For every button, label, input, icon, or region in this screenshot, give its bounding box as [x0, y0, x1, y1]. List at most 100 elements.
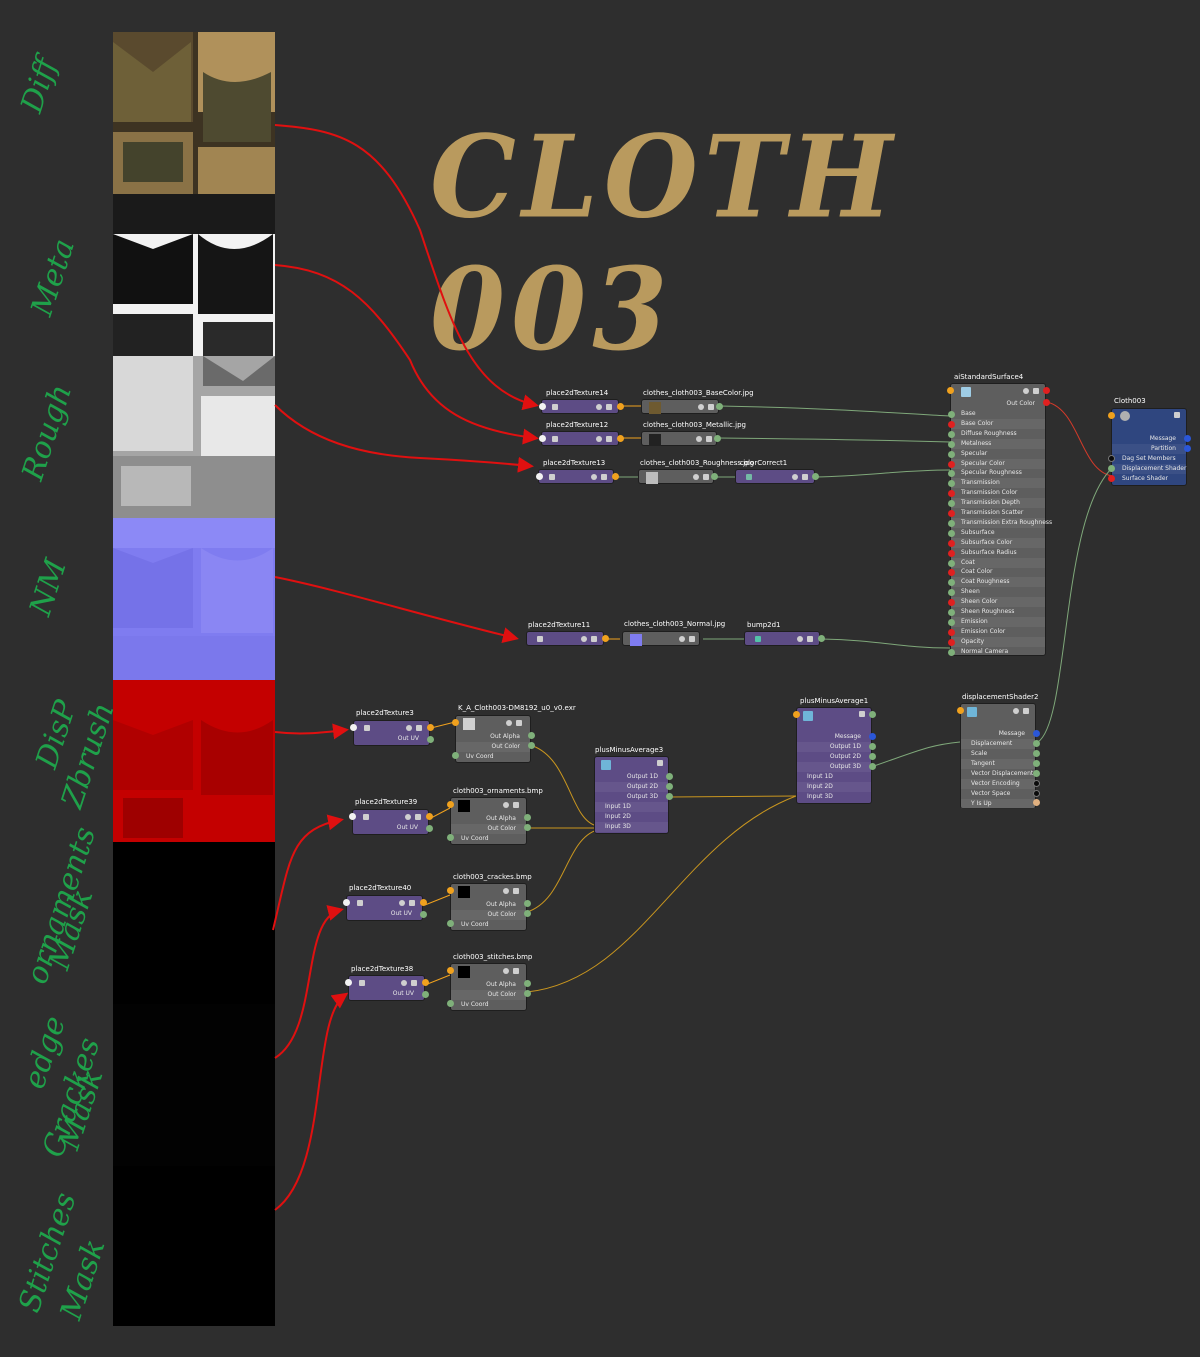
node-place2dtexture39[interactable]: Out UV — [352, 809, 429, 835]
port-file-ornaments-uv[interactable] — [447, 834, 454, 841]
port-aistandardsurface4-out-color-b[interactable] — [1043, 399, 1050, 406]
ai-port-row[interactable]: Subsurface Color — [948, 537, 1045, 548]
port-plus1-out3d[interactable] — [869, 763, 876, 770]
ai-port-row[interactable]: Sheen Roughness — [948, 607, 1045, 617]
port-file-stitches-alpha[interactable] — [524, 980, 531, 987]
port-file-crackes-alpha[interactable] — [524, 900, 531, 907]
ai-port-connector[interactable] — [948, 569, 955, 577]
node-file-crackes[interactable]: Out Alpha Out Color Uv Coord — [450, 883, 527, 931]
port-file-ornaments-alpha[interactable] — [524, 814, 531, 821]
port-file-disp-in[interactable] — [452, 719, 459, 726]
port-file-disp-color[interactable] — [528, 742, 535, 749]
port-bump2d1-out[interactable] — [818, 635, 825, 642]
ai-port-connector[interactable] — [948, 500, 955, 508]
ai-port-row[interactable]: Emission Color — [948, 627, 1045, 637]
ai-port-row[interactable]: Emission — [948, 616, 1045, 627]
port-file-basecolor-out[interactable] — [716, 403, 723, 410]
ai-port-row[interactable]: Base Color — [948, 418, 1045, 429]
port-plus1-out1d[interactable] — [869, 743, 876, 750]
ai-port-row[interactable]: Specular Roughness — [948, 468, 1045, 478]
port-cloth003-displacement[interactable] — [1108, 465, 1115, 472]
port-cloth003-message[interactable] — [1184, 435, 1191, 442]
ai-port-connector[interactable] — [948, 618, 955, 626]
port-place2dtexture39-out[interactable] — [426, 813, 433, 820]
port-place2dtexture3-out[interactable] — [427, 724, 434, 731]
port-file-ornaments-color[interactable] — [524, 824, 531, 831]
ai-port-connector[interactable] — [948, 420, 955, 428]
port-file-roughness-out[interactable] — [711, 473, 718, 480]
ai-port-row[interactable]: Metalness — [948, 438, 1045, 449]
ai-port-row[interactable]: Normal Camera — [948, 647, 1045, 657]
node-file-ornaments[interactable]: Out Alpha Out Color Uv Coord — [450, 797, 527, 845]
port-disp-in[interactable] — [957, 707, 964, 714]
node-file-roughness[interactable] — [638, 469, 714, 484]
port-place2dtexture39-out-uv[interactable] — [426, 825, 433, 832]
port-disp-displacement[interactable] — [1033, 740, 1040, 747]
node-cloth003[interactable]: Message Partition Dag Set Members Displa… — [1111, 408, 1187, 486]
port-plus1-out[interactable] — [869, 711, 876, 718]
ai-port-connector[interactable] — [948, 599, 955, 607]
ai-port-row[interactable]: Transmission Scatter — [948, 508, 1045, 518]
node-file-basecolor[interactable] — [641, 399, 719, 414]
ai-port-connector[interactable] — [948, 628, 955, 636]
ai-port-row[interactable]: Coat — [948, 557, 1045, 568]
port-place2dtexture13-in[interactable] — [536, 473, 543, 480]
port-place2dtexture3-out-uv[interactable] — [427, 736, 434, 743]
ai-port-connector[interactable] — [948, 589, 955, 597]
port-plus3-out3d[interactable] — [666, 793, 673, 800]
port-disp-vector-encoding[interactable] — [1033, 780, 1040, 787]
port-place2dtexture12-out[interactable] — [617, 435, 624, 442]
port-disp-vector-displacement[interactable] — [1033, 770, 1040, 777]
ai-port-connector[interactable] — [948, 579, 955, 587]
node-place2dtexture38[interactable]: Out UV — [348, 975, 425, 1001]
port-file-stitches-in[interactable] — [447, 967, 454, 974]
port-plus3-out2d[interactable] — [666, 783, 673, 790]
port-aistandardsurface4-out-color[interactable] — [1043, 387, 1050, 394]
node-place2dtexture14[interactable] — [541, 399, 619, 414]
ai-port-row[interactable]: Transmission — [948, 478, 1045, 489]
ai-port-connector[interactable] — [948, 510, 955, 517]
port-disp-tangent[interactable] — [1033, 760, 1040, 767]
port-file-disp-uv[interactable] — [452, 752, 459, 759]
port-colorcorrect1-out[interactable] — [812, 473, 819, 480]
node-bump2d1[interactable] — [744, 631, 820, 646]
node-plusminusaverage3[interactable]: Output 1D Output 2D Output 3D Input 1D I… — [594, 756, 669, 834]
ai-port-connector[interactable] — [948, 490, 955, 498]
port-file-disp-alpha[interactable] — [528, 732, 535, 739]
ai-port-row[interactable]: Diffuse Roughness — [948, 429, 1045, 439]
ai-port-connector[interactable] — [948, 609, 955, 616]
ai-port-row[interactable]: Sheen — [948, 587, 1045, 597]
ai-port-row[interactable]: Specular — [948, 449, 1045, 459]
ai-port-row[interactable]: Base — [948, 409, 1045, 419]
port-file-crackes-color[interactable] — [524, 910, 531, 917]
port-cloth003-partition[interactable] — [1184, 445, 1191, 452]
node-colorcorrect1[interactable] — [735, 469, 815, 484]
port-place2dtexture3-in[interactable] — [350, 724, 357, 731]
port-place2dtexture40-out[interactable] — [420, 899, 427, 906]
ai-port-connector[interactable] — [948, 440, 955, 448]
ai-port-row[interactable]: Transmission Depth — [948, 498, 1045, 509]
port-file-crackes-uv[interactable] — [447, 920, 454, 927]
node-displacementshader2[interactable]: Message Displacement Scale Tangent Vecto… — [960, 703, 1036, 809]
ai-port-connector[interactable] — [948, 430, 955, 438]
ai-port-connector[interactable] — [948, 411, 955, 418]
ai-port-connector[interactable] — [948, 539, 955, 547]
ai-port-row[interactable]: Transmission Extra Roughness — [948, 517, 1052, 528]
node-place2dtexture40[interactable]: Out UV — [346, 895, 423, 921]
ai-port-row[interactable]: Coat Roughness — [948, 577, 1045, 588]
ai-port-connector[interactable] — [948, 529, 955, 537]
port-cloth003-surface[interactable] — [1108, 475, 1115, 482]
ai-port-connector[interactable] — [948, 638, 955, 646]
port-place2dtexture40-in[interactable] — [343, 899, 350, 906]
port-file-stitches-uv[interactable] — [447, 1000, 454, 1007]
port-place2dtexture38-out-uv[interactable] — [422, 991, 429, 998]
ai-port-row[interactable]: Specular Color — [948, 458, 1045, 469]
ai-port-connector[interactable] — [948, 470, 955, 478]
ai-port-row[interactable]: Subsurface Radius — [948, 548, 1045, 558]
ai-port-row[interactable]: Subsurface — [948, 528, 1045, 538]
node-plusminusaverage1[interactable]: Message Output 1D Output 2D Output 3D In… — [796, 707, 872, 804]
ai-port-connector[interactable] — [948, 549, 955, 557]
port-file-crackes-in[interactable] — [447, 887, 454, 894]
